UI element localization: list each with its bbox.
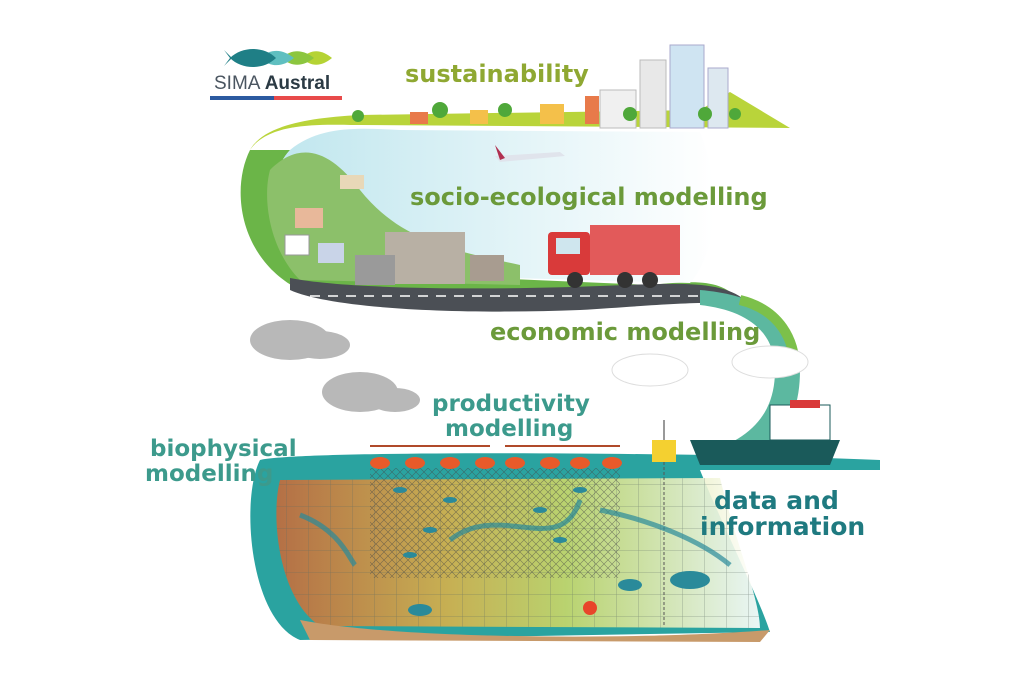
clouds [250, 320, 420, 412]
label-productivity: productivity [432, 391, 590, 417]
buoy [652, 420, 676, 625]
boat [690, 400, 840, 465]
label-biophysical: biophysical [150, 436, 297, 462]
logo-stripe-blue [210, 96, 274, 100]
logo-text: SIMA Austral [214, 73, 331, 94]
sustainability-land [250, 44, 790, 150]
crab [583, 601, 597, 615]
label-data-and: data and [714, 486, 839, 515]
fish [393, 487, 710, 616]
road [290, 278, 745, 312]
label-information: information [700, 512, 866, 541]
truck [548, 225, 680, 288]
logo-stripe-red [274, 96, 342, 100]
houses [284, 175, 504, 285]
label-economic-modelling: economic modelling [490, 318, 761, 346]
socio-ecological-band [240, 128, 745, 312]
label-biophysical-modelling: modelling [145, 461, 274, 487]
ocean [250, 400, 881, 642]
label-socio-ecological-modelling: socio-ecological modelling [410, 183, 768, 211]
fish-logo-icon [224, 49, 332, 67]
label-productivity-modelling: modelling [445, 416, 574, 442]
airplane [495, 145, 565, 162]
label-sustainability: sustainability [405, 60, 589, 88]
